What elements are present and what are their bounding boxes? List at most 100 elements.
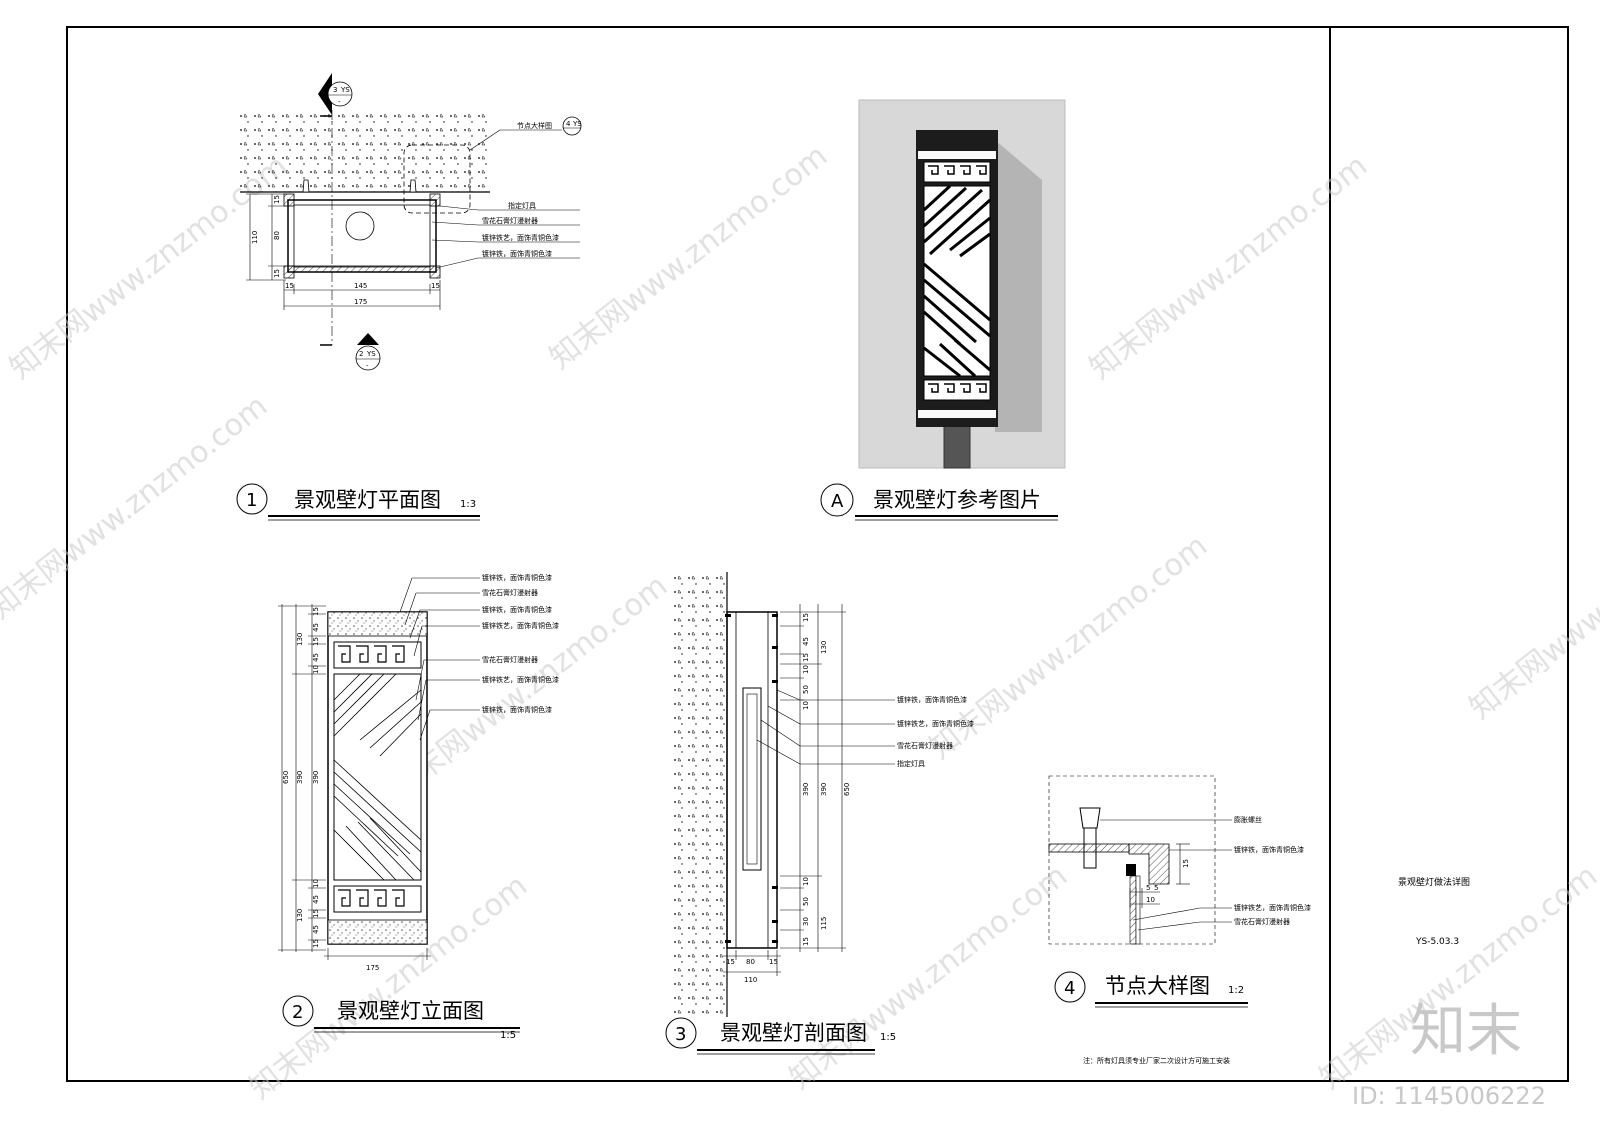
detail-callout-num: 4 xyxy=(566,120,571,128)
anchor-bolt-icon xyxy=(409,179,417,193)
elevation-leader-label: 雪花石膏灯漫射器 xyxy=(482,655,538,664)
elevation-leader-label: 雪花石膏灯漫射器 xyxy=(482,588,538,597)
elevation-leader-label: 镀锌铁艺，面饰青铜色漆 xyxy=(482,621,559,630)
detail-callout-label: 节点大样图 xyxy=(517,121,552,130)
plan-foot-right xyxy=(429,265,441,279)
elevation-dim: 10 xyxy=(312,665,320,674)
section-arrow-icon xyxy=(357,333,379,345)
section-leader-label: 镀锌铁，面饰青铜色漆 xyxy=(897,695,967,704)
elevation-dim: 45 xyxy=(312,895,320,904)
plan-leader-label: 雪花石膏灯漫射器 xyxy=(482,216,538,225)
elevation-dim: 15 xyxy=(312,939,320,948)
reference-base-band xyxy=(918,410,996,418)
section-marker-sheet: YS xyxy=(340,86,350,94)
view-scale: 1:5 xyxy=(500,1030,516,1041)
watermark-logo: 知末 xyxy=(1410,999,1522,1064)
plan-dim: 80 xyxy=(273,231,281,240)
plan-dim: 15 xyxy=(273,269,281,278)
section-outline xyxy=(726,611,778,949)
section-leader-label: 镀锌铁艺，面饰青铜色漆 xyxy=(897,719,974,728)
view-letter: A xyxy=(831,491,844,512)
section-marker-num: 3 xyxy=(333,86,337,94)
view-number-bubble xyxy=(665,1017,697,1049)
view-number-bubble xyxy=(1054,971,1086,1003)
plan-leader-label: 指定灯具 xyxy=(508,201,536,210)
elevation-leader-label: 镀锌铁艺，面饰青铜色漆 xyxy=(482,675,559,684)
section-dim: 390 xyxy=(802,783,810,796)
section-dim: 30 xyxy=(802,917,810,926)
section-dim: 15 xyxy=(802,613,810,622)
reference-view: A 景观壁灯参考图片 xyxy=(820,99,1066,521)
section-marker-sub: - xyxy=(338,98,341,106)
elevation-lattice xyxy=(333,673,422,881)
expansion-bolt-icon xyxy=(1079,807,1101,829)
elevation-dim: 15 xyxy=(312,607,320,616)
detail-view: 15 5 5 10 膨胀螺丝 镀锌铁，面饰青铜色漆 镀锌铁艺，面饰青铜色漆 雪花… xyxy=(1048,775,1311,1008)
section-dim: 650 xyxy=(843,783,851,796)
elevation-dim: 650 xyxy=(282,771,290,784)
detail-frame-section xyxy=(1128,843,1170,885)
elevation-dim: 15 xyxy=(312,637,320,646)
view-number-bubble xyxy=(282,995,314,1027)
detail-iron-art xyxy=(1129,875,1137,945)
view-scale: 1:2 xyxy=(1228,985,1244,996)
detail-callout-sheet: YS xyxy=(572,120,582,128)
elevation-dim: 10 xyxy=(312,879,320,888)
plan-leader-label: 镀锌铁，面饰青铜色漆 xyxy=(482,249,552,258)
elevation-view: 15 45 15 45 10 390 10 45 15 45 15 130 39… xyxy=(278,573,559,1041)
view-scale: 1:5 xyxy=(880,1032,896,1043)
view-title: 景观壁灯平面图 xyxy=(294,488,441,512)
detail-callout-box xyxy=(403,144,471,214)
reference-fret-bottom xyxy=(923,379,991,401)
elevation-dim: 45 xyxy=(312,653,320,662)
elevation-dim: 390 xyxy=(296,771,304,784)
section-dim: 10 xyxy=(802,665,810,674)
section-dim: 15 xyxy=(802,937,810,946)
section-dim: 15 xyxy=(769,958,778,966)
lattice-pattern-icon xyxy=(922,184,992,378)
plan-lamp-box xyxy=(287,199,437,273)
view-letter-bubble xyxy=(820,483,854,517)
view-title: 景观壁灯立面图 xyxy=(337,999,484,1023)
section-dim: 50 xyxy=(802,897,810,906)
elevation-bottom-diffuser xyxy=(327,919,428,945)
section-dim: 80 xyxy=(746,958,755,966)
plan-bracket-left xyxy=(283,193,295,207)
plan-leader-label: 镀锌铁艺，面饰青铜色漆 xyxy=(482,233,559,242)
section-marker-bubble xyxy=(355,345,381,371)
plan-dim: 175 xyxy=(354,298,367,306)
section-dim: 115 xyxy=(820,917,828,930)
elevation-dim: 15 xyxy=(312,909,320,918)
detail-leader-label: 镀锌铁艺，面饰青铜色漆 xyxy=(1234,903,1311,912)
reference-lattice xyxy=(923,185,991,377)
view-title: 节点大样图 xyxy=(1105,974,1210,998)
detail-dim: 10 xyxy=(1146,896,1155,904)
elevation-dim: 390 xyxy=(312,771,320,784)
section-dim: 15 xyxy=(726,958,735,966)
section-leader-label: 指定灯具 xyxy=(897,759,925,768)
elevation-dim: 130 xyxy=(296,633,304,646)
fret-pattern-icon xyxy=(928,165,987,393)
section-leader-label: 雪花石膏灯漫射器 xyxy=(897,741,953,750)
section-view: 15 45 15 10 50 10 390 10 50 30 15 130 39… xyxy=(665,572,974,1055)
elevation-dim: 175 xyxy=(366,964,379,972)
view-number: 2 xyxy=(292,1002,303,1023)
title-block-drawing-name: 景观壁灯做法详图 xyxy=(1398,876,1470,888)
plan-bottom-plate xyxy=(287,265,437,273)
plan-dim: 110 xyxy=(251,231,259,244)
section-dim: 45 xyxy=(802,637,810,646)
watermark-text: 知末网www.znzmo.com xyxy=(543,138,834,376)
section-marker-bubble xyxy=(327,81,353,107)
plan-view: 节点大样图 4 YS 3 YS - 2 YS - 指定灯具 雪花石膏灯漫射器 镀… xyxy=(236,73,582,521)
lattice-pattern-icon xyxy=(333,673,422,881)
view-number: 4 xyxy=(1064,978,1075,999)
elevation-dim: 130 xyxy=(296,909,304,922)
view-number-bubble xyxy=(236,483,268,515)
elevation-top-diffuser xyxy=(327,611,428,637)
elevation-leader-label: 镀锌铁，面饰青铜色漆 xyxy=(482,605,552,614)
plan-wall-hatch xyxy=(240,110,490,192)
general-note: 注：所有灯具须专业厂家二次设计方可施工安装 xyxy=(1083,1056,1230,1065)
section-dim: 15 xyxy=(802,653,810,662)
detail-diffuser xyxy=(1135,875,1141,945)
